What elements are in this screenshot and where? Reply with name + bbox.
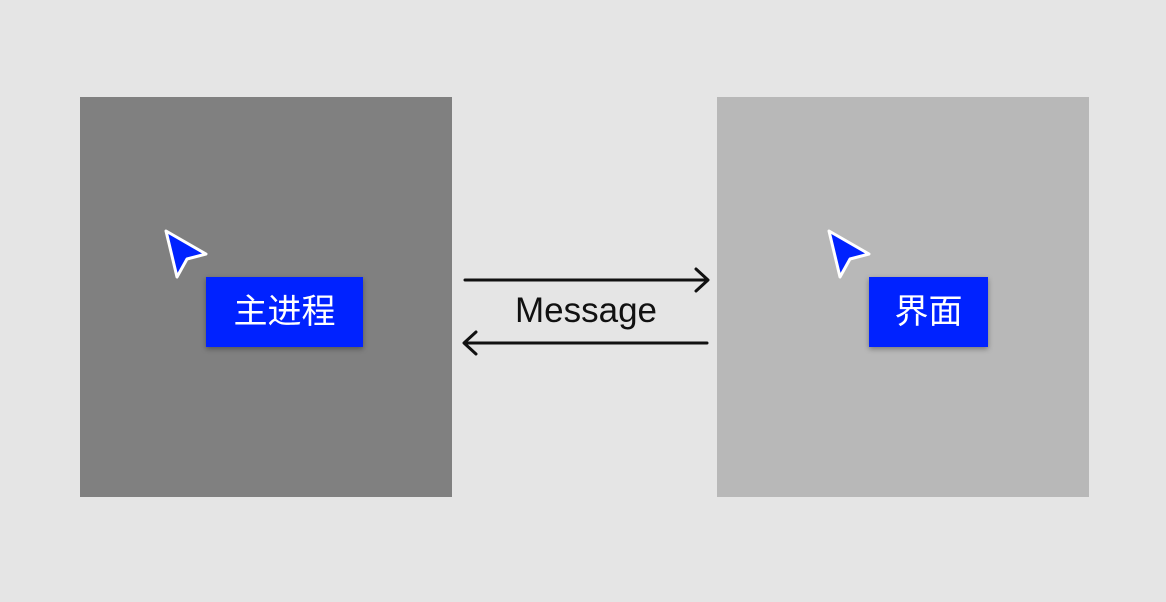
arrow-left-icon [462, 330, 709, 356]
ui-panel: 界面 [717, 97, 1089, 497]
main-process-label: 主进程 [206, 277, 363, 347]
cursor-icon [164, 229, 208, 279]
ui-label: 界面 [869, 277, 988, 347]
message-label: Message [514, 291, 658, 330]
message-arrows [462, 267, 710, 356]
cursor-icon [827, 229, 871, 279]
arrow-right-icon [463, 267, 710, 293]
main-process-panel: 主进程 [80, 97, 452, 497]
